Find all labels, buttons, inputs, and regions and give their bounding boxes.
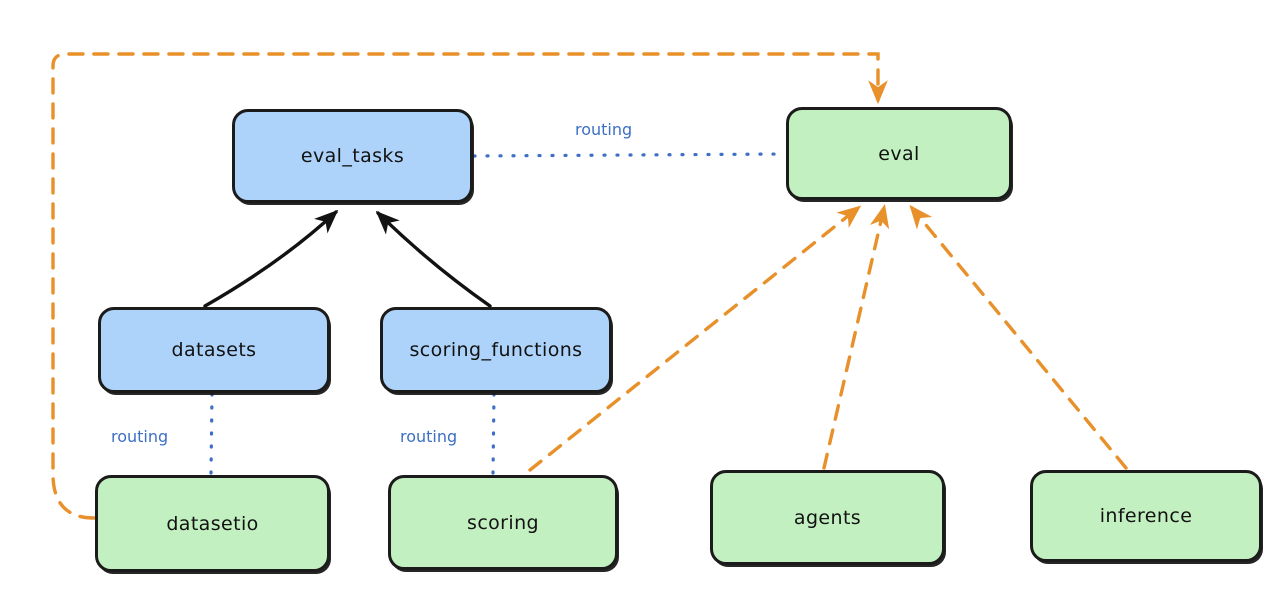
routing-edge-eval-tasks-eval bbox=[472, 152, 787, 158]
node-inference[interactable]: inference bbox=[1030, 470, 1262, 562]
edge-label-routing-datasets-datasetio: routing bbox=[111, 427, 169, 446]
node-label-eval: eval bbox=[878, 142, 920, 165]
dependency-edge-datasetio-eval bbox=[51, 52, 888, 520]
hierarchy-edge-datasets-eval-tasks bbox=[203, 209, 339, 308]
dependency-edge-agents-eval bbox=[822, 204, 890, 470]
node-label-scoring-functions: scoring_functions bbox=[409, 339, 583, 361]
node-eval[interactable]: eval bbox=[786, 107, 1012, 200]
routing-edge-scoring-functions-scoring bbox=[491, 392, 496, 476]
node-label-scoring: scoring bbox=[467, 511, 539, 534]
routing-edge-datasets-datasetio bbox=[209, 392, 214, 476]
edge-label-routing-eval-tasks-eval: routing bbox=[575, 120, 633, 139]
dependency-edge-scoring-eval bbox=[528, 205, 862, 472]
node-label-datasetio: datasetio bbox=[166, 512, 259, 535]
hierarchy-edge-scoring-functions-eval-tasks bbox=[375, 210, 492, 308]
node-agents[interactable]: agents bbox=[710, 470, 945, 565]
node-label-agents: agents bbox=[793, 506, 862, 529]
node-datasets[interactable]: datasets bbox=[98, 307, 330, 393]
node-datasetio[interactable]: datasetio bbox=[95, 475, 330, 572]
node-scoring-functions[interactable]: scoring_functions bbox=[380, 307, 612, 393]
node-eval-tasks[interactable]: eval_tasks bbox=[232, 109, 473, 203]
node-label-inference: inference bbox=[1099, 505, 1193, 527]
dependency-edge-inference-eval bbox=[909, 204, 1128, 470]
edge-label-routing-scoring-functions-scoring: routing bbox=[400, 427, 458, 446]
node-label-datasets: datasets bbox=[171, 339, 257, 361]
node-label-eval-tasks: eval_tasks bbox=[300, 145, 405, 167]
node-scoring[interactable]: scoring bbox=[388, 475, 618, 570]
